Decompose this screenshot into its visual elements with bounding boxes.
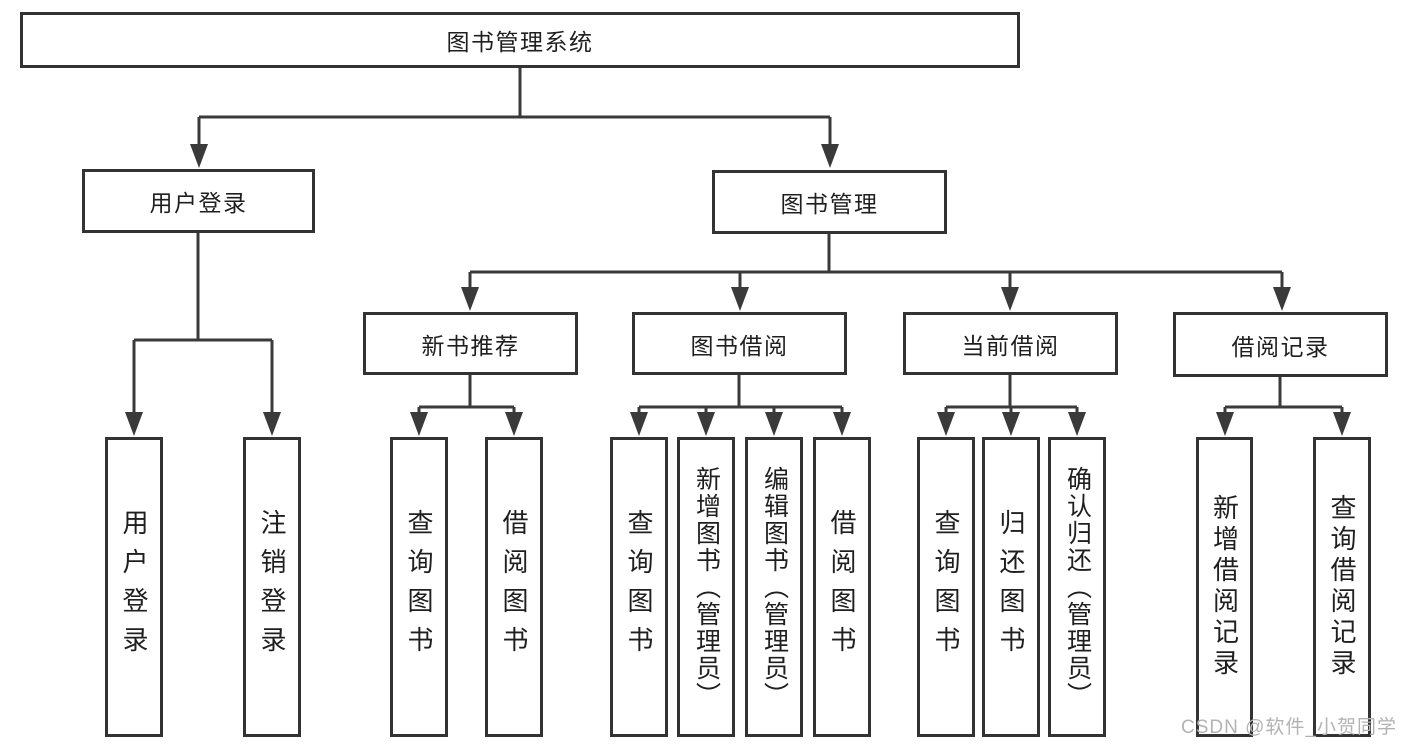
- node-book-management: 图书管理: [712, 170, 947, 234]
- node-label: 归还图书: [996, 509, 1026, 665]
- leaf-query-book: 查询图书: [610, 437, 668, 737]
- node-user-login: 用户登录: [82, 169, 315, 233]
- leaf-return-book: 归还图书: [982, 437, 1040, 737]
- node-label: 当前借阅: [961, 332, 1060, 359]
- node-label: 确认归还（管理员）: [1063, 465, 1092, 709]
- leaf-confirm-return-admin: 确认归还（管理员）: [1048, 437, 1106, 737]
- node-label: 借阅记录: [1231, 333, 1330, 360]
- node-label: 查询图书: [624, 509, 654, 665]
- node-label: 注销登录: [257, 509, 287, 665]
- node-label: 借阅图书: [827, 509, 857, 665]
- node-label: 用户登录: [119, 509, 149, 665]
- node-label: 新增图书（管理员）: [692, 465, 721, 709]
- node-label: 用户登录: [149, 190, 248, 216]
- leaf-borrow-book: 借阅图书: [485, 437, 543, 737]
- node-label: 查询图书: [404, 509, 434, 665]
- node-label: 图书管理系统: [446, 29, 594, 55]
- node-label: 新增借阅记录: [1209, 494, 1240, 680]
- node-label: 编辑图书（管理员）: [760, 465, 789, 709]
- node-label: 查询借阅记录: [1327, 494, 1357, 680]
- leaf-borrow-book: 借阅图书: [813, 437, 871, 737]
- node-new-book-recommend: 新书推荐: [363, 312, 578, 375]
- node-library-management-system: 图书管理系统: [20, 12, 1020, 68]
- leaf-logout: 注销登录: [243, 437, 301, 737]
- leaf-add-borrow-record: 新增借阅记录: [1196, 437, 1253, 737]
- leaf-add-book-admin: 新增图书（管理员）: [677, 437, 735, 737]
- csdn-watermark: CSDN @软件_小贺同学: [1181, 717, 1397, 738]
- leaf-query-book: 查询图书: [390, 437, 448, 737]
- node-current-borrowing: 当前借阅: [903, 312, 1118, 375]
- leaf-user-login: 用户登录: [105, 437, 163, 737]
- leaf-query-borrow-record: 查询借阅记录: [1313, 437, 1371, 737]
- node-label: 图书借阅: [690, 332, 789, 359]
- node-label: 借阅图书: [499, 509, 529, 665]
- node-borrowing-records: 借阅记录: [1173, 312, 1388, 377]
- node-label: 图书管理: [780, 191, 879, 217]
- leaf-query-book: 查询图书: [917, 437, 975, 737]
- leaf-edit-book-admin: 编辑图书（管理员）: [745, 437, 803, 737]
- node-label: 查询图书: [931, 509, 961, 665]
- node-book-borrowing: 图书借阅: [632, 312, 847, 375]
- node-label: 新书推荐: [421, 332, 520, 359]
